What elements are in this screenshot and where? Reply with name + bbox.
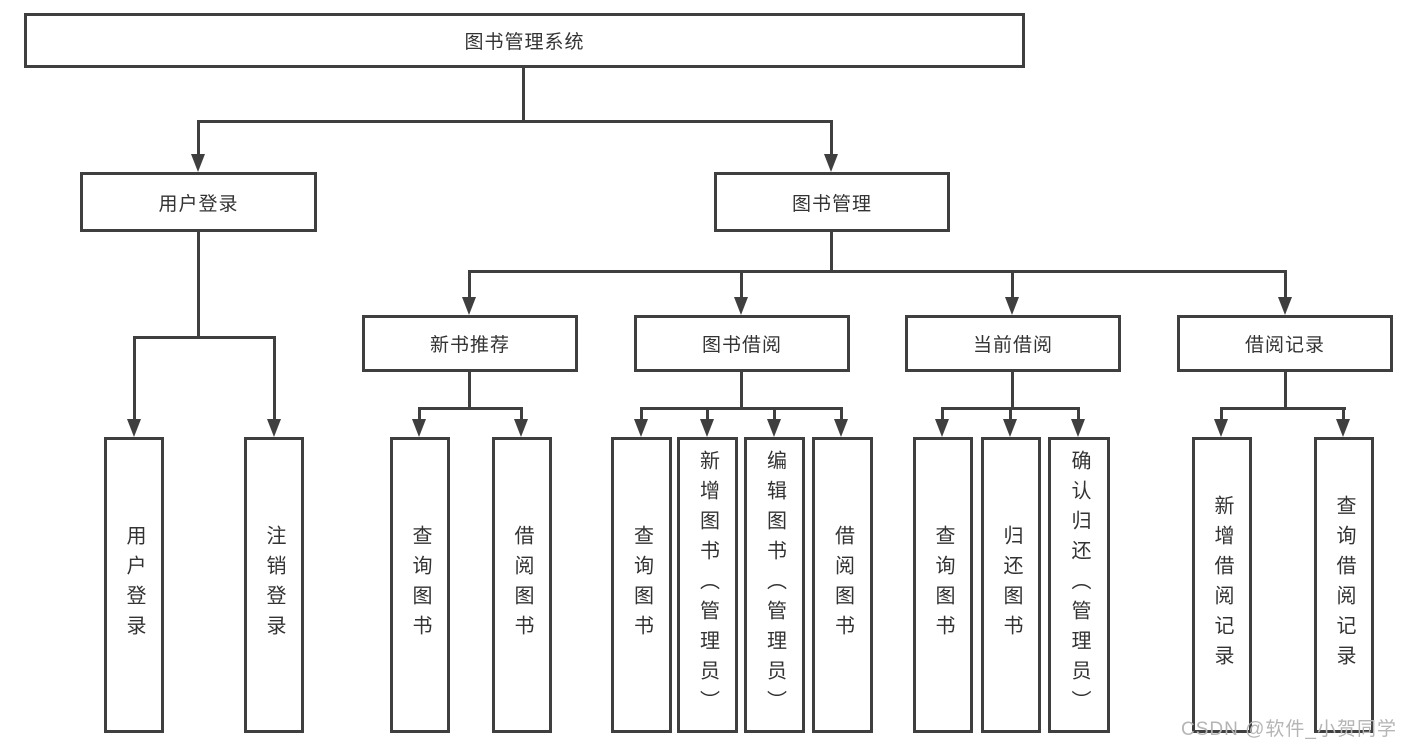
connector-line: [740, 372, 743, 407]
connector-line: [1342, 407, 1345, 421]
leaf-edit-books-admin: 编辑图书（管理员）: [744, 437, 805, 733]
connector-line: [520, 407, 523, 421]
connector-line: [197, 232, 200, 336]
node-new-book-recommendation: 新书推荐: [362, 315, 578, 372]
arrow-down-icon: [267, 419, 281, 437]
node-root-label: 图书管理系统: [464, 32, 585, 53]
connector-line: [273, 336, 276, 421]
leaf-label: 用户登录: [123, 525, 145, 645]
connector-line: [522, 68, 525, 120]
arrow-down-icon: [824, 154, 838, 172]
connector-line: [830, 232, 833, 270]
node-book-borrowing: 图书借阅: [634, 315, 850, 372]
arrow-down-icon: [734, 297, 748, 315]
connector-line: [640, 407, 643, 421]
arrow-down-icon: [1071, 419, 1085, 437]
node-label: 图书借阅: [701, 335, 782, 356]
node-label: 图书管理: [791, 193, 872, 215]
leaf-label: 归还图书: [1000, 525, 1022, 645]
connector-line: [419, 407, 523, 410]
leaf-label: 新增图书（管理员）: [696, 450, 719, 720]
connector-line: [1011, 372, 1014, 407]
connector-line: [1077, 407, 1080, 421]
connector-line: [468, 372, 471, 407]
node-root: 图书管理系统: [24, 13, 1025, 68]
connector-line: [840, 407, 843, 421]
leaf-user-login: 用户登录: [104, 437, 164, 733]
connector-line: [1009, 407, 1012, 421]
arrow-down-icon: [462, 297, 476, 315]
leaf-add-borrow-record: 新增借阅记录: [1192, 437, 1252, 733]
connector-line: [773, 407, 776, 421]
leaf-label: 借阅图书: [831, 525, 854, 645]
leaf-add-books-admin: 新增图书（管理员）: [677, 437, 738, 733]
connector-line: [1284, 372, 1287, 407]
connector-line: [1220, 407, 1223, 421]
leaf-label: 注销登录: [263, 525, 285, 645]
arrow-down-icon: [634, 419, 648, 437]
leaf-label: 借阅图书: [511, 525, 533, 645]
node-label: 用户登录: [158, 193, 239, 215]
leaf-query-books-borrow: 查询图书: [611, 437, 672, 733]
arrow-down-icon: [834, 419, 848, 437]
leaf-label: 查询借阅记录: [1333, 495, 1355, 675]
arrow-down-icon: [412, 419, 426, 437]
leaf-label: 查询图书: [932, 525, 954, 645]
node-label: 借阅记录: [1244, 335, 1325, 356]
connector-line: [1221, 407, 1346, 410]
arrow-down-icon: [191, 154, 205, 172]
leaf-borrow-books: 借阅图书: [812, 437, 873, 733]
arrow-down-icon: [127, 419, 141, 437]
arrow-down-icon: [1278, 297, 1292, 315]
arrow-down-icon: [1214, 419, 1228, 437]
connector-line: [941, 407, 944, 421]
connector-line: [740, 270, 743, 299]
arrow-down-icon: [1005, 297, 1019, 315]
arrow-down-icon: [767, 419, 781, 437]
leaf-label: 新增借阅记录: [1211, 495, 1233, 675]
leaf-return-books: 归还图书: [981, 437, 1041, 733]
connector-line: [197, 120, 833, 123]
node-current-borrowing: 当前借阅: [905, 315, 1121, 372]
connector-line: [418, 407, 421, 421]
connector-line: [197, 120, 200, 156]
leaf-label: 确认归还（管理员）: [1068, 450, 1090, 720]
node-label: 当前借阅: [972, 335, 1053, 356]
connector-line: [1011, 270, 1014, 299]
leaf-logout: 注销登录: [244, 437, 304, 733]
leaf-query-books-recommend: 查询图书: [390, 437, 450, 733]
connector-line: [469, 270, 1287, 273]
leaf-label: 查询图书: [409, 525, 431, 645]
arrow-down-icon: [1336, 419, 1350, 437]
leaf-query-borrow-record: 查询借阅记录: [1314, 437, 1374, 733]
leaf-label: 查询图书: [630, 525, 653, 645]
node-book-management: 图书管理: [714, 172, 950, 232]
leaf-label: 编辑图书（管理员）: [763, 450, 786, 720]
node-borrowing-records: 借阅记录: [1177, 315, 1393, 372]
node-user-login-module: 用户登录: [80, 172, 317, 232]
arrow-down-icon: [514, 419, 528, 437]
connector-line: [133, 336, 276, 339]
connector-line: [830, 120, 833, 156]
arrow-down-icon: [700, 419, 714, 437]
connector-line: [133, 336, 136, 421]
csdn-watermark: CSDN @软件_小贺同学: [1181, 719, 1397, 740]
leaf-borrow-books-recommend: 借阅图书: [492, 437, 552, 733]
arrow-down-icon: [935, 419, 949, 437]
leaf-query-books-current: 查询图书: [913, 437, 973, 733]
connector-line: [1284, 270, 1287, 299]
leaf-confirm-return-admin: 确认归还（管理员）: [1048, 437, 1110, 733]
connector-line: [706, 407, 709, 421]
connector-line: [468, 270, 471, 299]
connector-line: [640, 407, 843, 410]
node-label: 新书推荐: [429, 335, 510, 356]
arrow-down-icon: [1003, 419, 1017, 437]
